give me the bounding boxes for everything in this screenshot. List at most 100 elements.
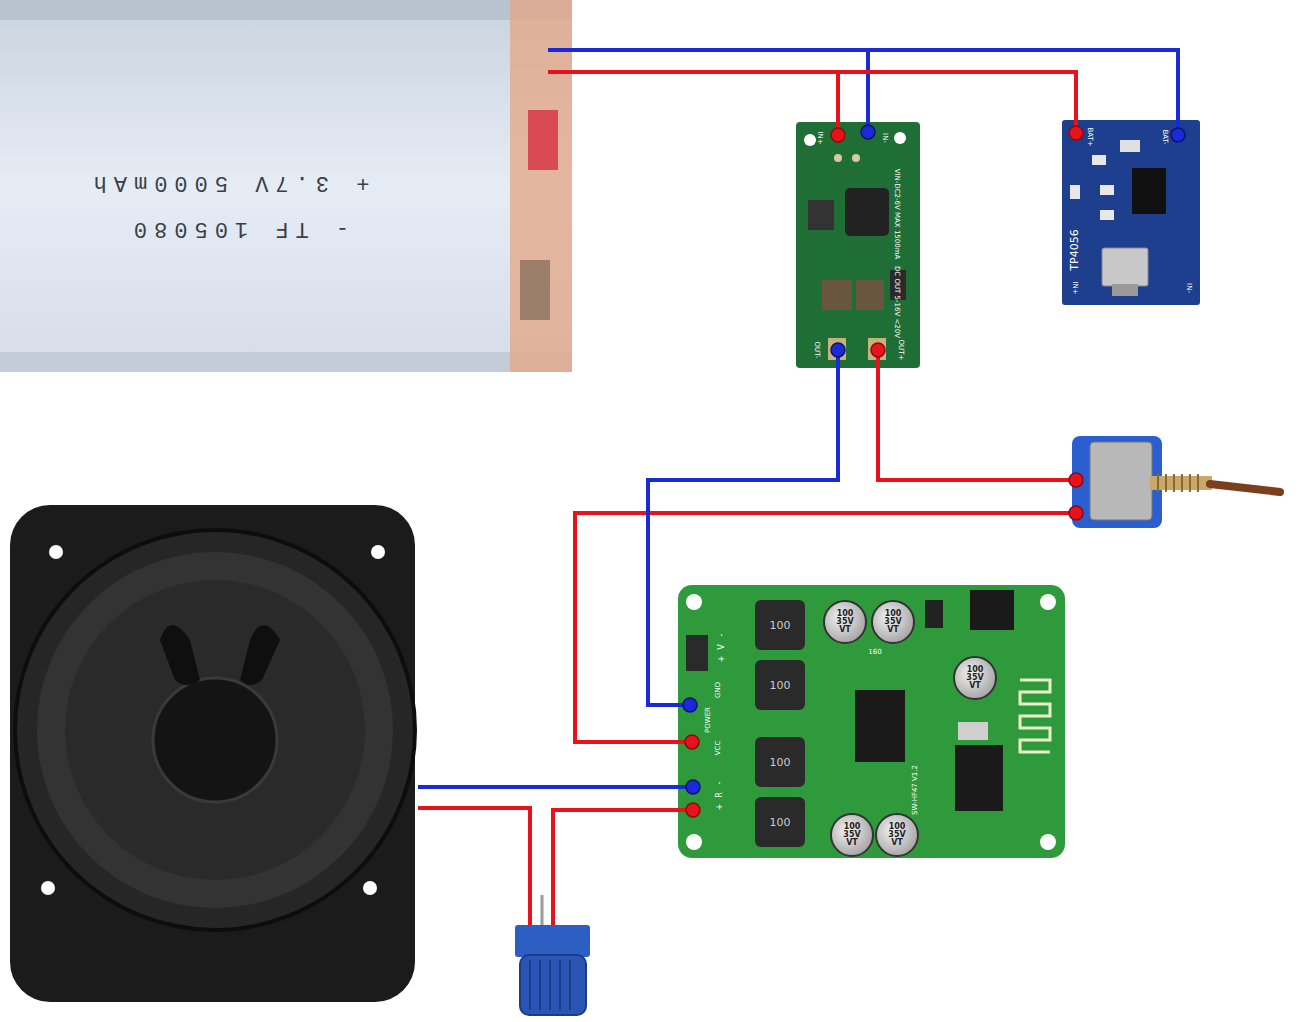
silkscreen-label: 100 35V VT — [840, 823, 864, 847]
silkscreen-label: + — [718, 656, 726, 663]
switch-base — [1072, 436, 1162, 528]
battery-edge — [0, 352, 572, 372]
antenna-trace — [1020, 680, 1050, 752]
wire — [572, 72, 1076, 120]
terminal — [686, 635, 708, 671]
silkscreen-label: OUT- — [813, 342, 820, 359]
battery-tab — [520, 260, 550, 320]
mount-hole — [1040, 594, 1056, 610]
battery-edge — [0, 0, 572, 20]
silkscreen-label: - — [718, 634, 726, 637]
silkscreen-label: VCC — [715, 741, 722, 756]
speaker-lead — [240, 625, 280, 685]
mount-hole — [41, 881, 55, 895]
silkscreen-label: R — [716, 792, 724, 798]
crystal — [958, 722, 988, 740]
pad — [828, 338, 846, 360]
silkscreen-label: IN+ — [816, 131, 823, 144]
speaker-cone — [37, 552, 393, 908]
mount-hole — [686, 834, 702, 850]
diode — [925, 600, 943, 628]
resistor — [1100, 185, 1114, 195]
pot-ridges — [530, 960, 570, 1010]
pin-dot — [685, 735, 699, 749]
boost-converter-board: IN+IN-VIN-DC2-6V MAX 1500mADC OUT 5-16V … — [796, 122, 920, 368]
pin-dot — [1171, 128, 1185, 142]
inductor — [755, 660, 805, 710]
wire — [553, 810, 693, 925]
charger-board — [1062, 120, 1200, 305]
pin-dot — [861, 125, 875, 139]
amplifier-board — [678, 585, 1065, 858]
silkscreen-label: 100 — [770, 680, 791, 691]
silkscreen-label: GND — [715, 682, 722, 698]
resistor — [1100, 210, 1114, 220]
pin-dot — [1069, 473, 1083, 487]
silkscreen-label: - — [716, 782, 724, 785]
regulator — [970, 590, 1014, 630]
bluetooth-chip — [955, 745, 1003, 811]
pot-body — [515, 925, 590, 957]
capacitor — [876, 814, 918, 856]
silkscreen-label: IN+ — [1071, 281, 1078, 294]
wire — [572, 72, 838, 122]
capacitor — [856, 280, 884, 310]
pin-dot — [1069, 126, 1083, 140]
inductor — [755, 797, 805, 847]
battery-tab — [528, 110, 558, 170]
silkscreen-label: 100 — [770, 817, 791, 828]
silkscreen-label: DC OUT 5-16V <20V — [893, 266, 900, 338]
mount-hole — [1040, 834, 1056, 850]
silkscreen-label: 160 — [868, 649, 881, 656]
wire-stub — [548, 70, 572, 74]
pin-dot — [871, 343, 885, 357]
wire — [648, 368, 838, 705]
mount-hole — [363, 881, 377, 895]
wire — [878, 350, 1076, 480]
silkscreen-label: BAT+ — [1086, 127, 1093, 146]
battery-pack: + 3.7V 5000mAh - TF 105080 — [0, 0, 572, 372]
silkscreen-label: VIN-DC2-6V MAX 1500mA — [893, 169, 900, 260]
switch-case — [1090, 442, 1152, 520]
silkscreen-label: BAT- — [1161, 129, 1168, 144]
silkscreen-label: SW-HF47 V1.2 — [912, 765, 919, 815]
speaker-surround — [15, 530, 415, 930]
capacitor — [822, 280, 852, 310]
speaker-dome — [153, 678, 277, 802]
capacitor — [831, 814, 873, 856]
pin-dot — [831, 128, 845, 142]
capacitor — [954, 657, 996, 699]
wire — [418, 785, 693, 789]
chip — [808, 200, 834, 230]
battery-label: + 3.7V 5000mAh — [87, 171, 370, 193]
battery-body — [0, 0, 572, 372]
silkscreen-label: IN- — [1185, 283, 1192, 293]
resistor — [1120, 140, 1140, 152]
wire — [572, 50, 1178, 120]
battery-label: - TF 105080 — [127, 217, 349, 239]
speaker-cone — [65, 580, 365, 880]
silkscreen-label: OUT+ — [897, 340, 904, 361]
boost-board — [796, 122, 920, 368]
charger-board: BAT+ BAT- TP4056IN+ IN- — [1062, 120, 1200, 305]
speaker-frame — [10, 505, 415, 1002]
pad — [868, 338, 886, 360]
usb-connector — [1102, 248, 1148, 286]
wire — [575, 513, 1076, 742]
mount-hole — [371, 545, 385, 559]
mount-hole — [49, 545, 63, 559]
mount-hole — [894, 132, 906, 144]
inductor — [845, 188, 889, 236]
silkscreen-label: 100 35V VT — [885, 823, 909, 847]
pin-dot — [1069, 506, 1083, 520]
speaker-lead — [160, 625, 200, 685]
pot-knob — [520, 955, 586, 1015]
pin-dot — [686, 780, 700, 794]
silkscreen-label: TP4056 — [1069, 229, 1080, 270]
battery-tab — [510, 0, 572, 372]
silkscreen-label: 100 — [770, 620, 791, 631]
usb-connector — [1112, 284, 1138, 296]
amplifier-chip — [855, 690, 905, 762]
